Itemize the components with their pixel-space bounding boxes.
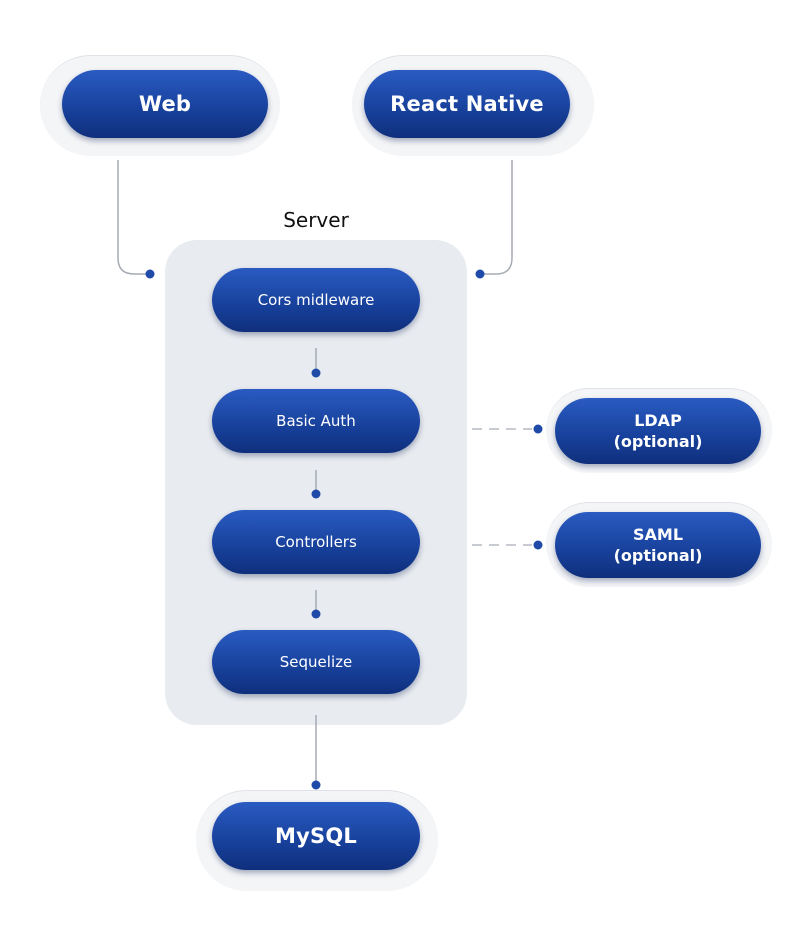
server-title: Server <box>283 208 349 232</box>
react-native-connector-line <box>480 160 513 275</box>
cors-middleware-node: Cors midleware <box>212 268 420 332</box>
web-connector-dot <box>145 269 155 279</box>
controllers-node: Controllers <box>212 510 420 574</box>
react-native-node-label: React Native <box>390 92 544 116</box>
react-native-connector-dot <box>475 269 485 279</box>
ldap-node-label: LDAP (optional) <box>613 411 703 451</box>
ldap-node: LDAP (optional) <box>555 398 761 464</box>
auth-to-controllers-dot <box>311 489 321 499</box>
saml-node: SAML (optional) <box>555 512 761 578</box>
mysql-node: MySQL <box>212 802 420 870</box>
basic-auth-node: Basic Auth <box>212 389 420 453</box>
saml-node-label: SAML (optional) <box>613 525 703 565</box>
web-connector-line <box>117 160 150 275</box>
controllers-to-sequelize-dot <box>311 609 321 619</box>
sequelize-node: Sequelize <box>212 630 420 694</box>
cors-to-auth-dot <box>311 368 321 378</box>
server-to-mysql-dot <box>311 780 321 790</box>
web-node-label: Web <box>138 92 192 116</box>
cors-middleware-label: Cors midleware <box>257 291 375 309</box>
mysql-node-label: MySQL <box>275 824 357 848</box>
saml-connector-dot <box>533 540 543 550</box>
web-node: Web <box>62 70 268 138</box>
react-native-node: React Native <box>364 70 570 138</box>
ldap-connector-dot <box>533 424 543 434</box>
sequelize-label: Sequelize <box>279 653 353 671</box>
controllers-label: Controllers <box>275 533 357 551</box>
basic-auth-label: Basic Auth <box>276 412 356 430</box>
